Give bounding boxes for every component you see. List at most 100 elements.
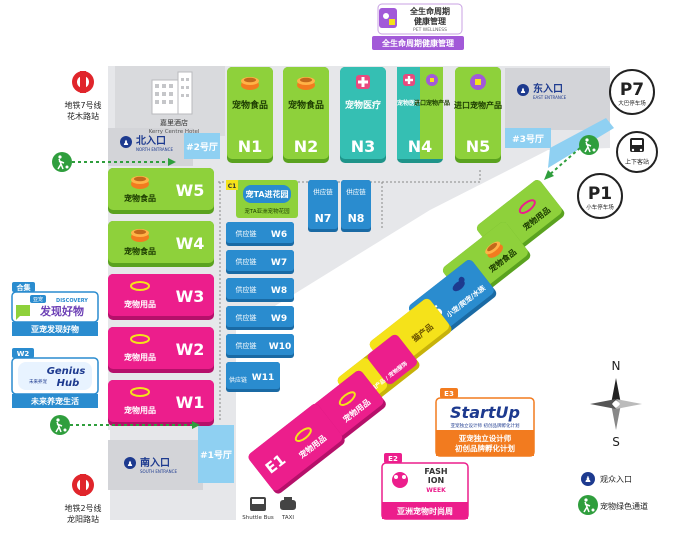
- pet-walker-icon: [577, 494, 599, 516]
- hall-n4[interactable]: 宠物医疗 进口宠物产品 N4: [397, 67, 450, 163]
- svg-text:N7: N7: [315, 212, 332, 225]
- hall-n8[interactable]: 供应链 N8: [341, 180, 371, 232]
- svg-text:大巴停车场: 大巴停车场: [618, 99, 646, 107]
- svg-text:供应链: 供应链: [229, 376, 247, 384]
- svg-text:C1: C1: [228, 183, 237, 190]
- svg-text:宠物用品: 宠物用品: [124, 405, 156, 415]
- svg-text:W1: W1: [176, 393, 205, 412]
- metro-line2: 地铁2号线 龙阳路站: [64, 474, 102, 524]
- corridor-1: #1号厅: [198, 425, 234, 483]
- svg-text:N5: N5: [466, 137, 491, 156]
- svg-text:未来养宠生活: 未来养宠生活: [30, 396, 79, 406]
- svg-text:E3: E3: [444, 390, 454, 398]
- hall-w2[interactable]: 宠物用品 W2: [108, 327, 214, 373]
- svg-text:N4: N4: [408, 137, 433, 156]
- metro2-station: 龙阳路站: [67, 514, 99, 524]
- svg-text:#3号厅: #3号厅: [512, 134, 544, 145]
- svg-text:N3: N3: [351, 137, 376, 156]
- import-product-icon: [470, 74, 486, 90]
- svg-text:宠TA进花园: 宠TA进花园: [245, 189, 288, 199]
- metro7-line: 地铁7号线: [64, 100, 101, 110]
- import-product-icon: [426, 74, 438, 86]
- svg-text:进口宠物产品: 进口宠物产品: [454, 100, 502, 110]
- small-pet-icon: [452, 276, 465, 292]
- hall-w1[interactable]: 宠物用品 W1: [108, 380, 214, 426]
- wellness-badge: 全生命周期 健康管理 PET WELLNESS 全生命周期健康管理: [372, 3, 464, 50]
- chat-bubble-icon: [16, 305, 30, 320]
- hall-w4[interactable]: 宠物食品 W4: [108, 221, 214, 267]
- svg-text:N: N: [612, 359, 621, 373]
- hall-n1[interactable]: 宠物食品 N1: [227, 67, 273, 163]
- wellness-title-2: 健康管理: [414, 16, 446, 26]
- legend: ♟ 观众入口 宠物绿色通道: [577, 472, 648, 516]
- svg-text:W5: W5: [176, 181, 205, 200]
- hall-n2[interactable]: 宠物食品 N2: [283, 67, 329, 163]
- svg-text:宠物食品: 宠物食品: [124, 193, 156, 203]
- pet-walker-icon: [49, 414, 71, 436]
- svg-text:供应链: 供应链: [236, 313, 257, 322]
- hall-n7[interactable]: 供应链 N7: [308, 180, 338, 232]
- visitor-entrance-icon: [120, 136, 132, 148]
- svg-text:亚宠: 亚宠: [33, 296, 43, 303]
- visitor-entrance-icon: [124, 457, 136, 469]
- svg-text:W8: W8: [271, 286, 287, 296]
- svg-text:E2: E2: [388, 455, 398, 463]
- svg-text:宠物用品: 宠物用品: [124, 352, 156, 362]
- svg-text:宠物食品: 宠物食品: [124, 246, 156, 256]
- svg-text:进口宠物产品: 进口宠物产品: [414, 99, 450, 107]
- metro7-station: 花木路站: [67, 111, 99, 121]
- hall-n5[interactable]: 进口宠物产品 N5: [454, 67, 502, 163]
- hall-w3[interactable]: 宠物用品 W3: [108, 274, 214, 320]
- hall-w11[interactable]: 供应链 W11: [226, 362, 280, 392]
- hall-w7[interactable]: 供应链 W7: [226, 250, 294, 274]
- svg-text:供应链: 供应链: [236, 341, 257, 350]
- svg-text:供应链: 供应链: [236, 229, 257, 238]
- callout-startup[interactable]: E3 StartUp 亚宠独立设计师 初创品牌孵化计划 亚宠独立设计师 初创品牌…: [435, 388, 535, 457]
- svg-text:N1: N1: [238, 137, 263, 156]
- svg-text:初创品牌孵化计划: 初创品牌孵化计划: [455, 443, 515, 453]
- hall-w8[interactable]: 供应链 W8: [226, 278, 294, 302]
- north-entrance-cn: 北入口: [136, 134, 166, 147]
- hall-w9[interactable]: 供应链 W9: [226, 306, 294, 330]
- parking-p7: P7 大巴停车场: [609, 69, 655, 115]
- hall-w5[interactable]: 宠物食品 W5: [108, 168, 214, 214]
- svg-text:ION: ION: [428, 476, 444, 485]
- genius-hub-logo: [18, 362, 92, 390]
- svg-text:P7: P7: [620, 80, 644, 100]
- medical-cross-icon: [356, 75, 370, 89]
- svg-text:宠物绿色通道: 宠物绿色通道: [600, 501, 648, 511]
- svg-text:Hub: Hub: [57, 378, 80, 389]
- svg-text:W9: W9: [271, 314, 287, 324]
- svg-text:供应链: 供应链: [236, 257, 257, 266]
- svg-text:供应链: 供应链: [346, 187, 366, 196]
- callout-discovery[interactable]: 合集 亚宠 DISCOVERY 发现好物 亚宠发现好物: [11, 282, 99, 336]
- south-entrance-block: [108, 440, 203, 490]
- hall-e1[interactable]: E1 宠物用品: [247, 402, 347, 496]
- hall-w6[interactable]: 供应链 W6: [226, 222, 294, 246]
- hall-w10[interactable]: 供应链 W10: [226, 334, 294, 358]
- hall-n3[interactable]: 宠物医疗 N3: [340, 67, 386, 163]
- c1-garden[interactable]: C1 宠TA进花园 宠TA亚洲宠物花园: [226, 180, 298, 218]
- svg-text:W2: W2: [176, 340, 205, 359]
- parking-p1: P1 小车停车场: [577, 173, 623, 219]
- wellness-banner: 全生命周期健康管理: [381, 38, 454, 48]
- callout-fashion-week[interactable]: E2 FASH ION WEEK 亚洲宠物时尚周: [381, 453, 469, 520]
- svg-text:Shuttle Bus: Shuttle Bus: [242, 515, 274, 521]
- svg-text:亚洲宠物时尚周: 亚洲宠物时尚周: [397, 506, 453, 516]
- medical-cross-icon: [403, 74, 415, 86]
- wellness-en: PET WELLNESS: [413, 27, 447, 33]
- svg-text:亚宠发现好物: 亚宠发现好物: [31, 324, 79, 334]
- callout-genius-hub[interactable]: W2 Genius 未来养宠 Hub 未来养宠生活: [11, 348, 99, 408]
- svg-text:亚宠独立设计师 初创品牌孵化计划: 亚宠独立设计师 初创品牌孵化计划: [451, 422, 520, 429]
- svg-text:亚宠独立设计师: 亚宠独立设计师: [459, 433, 512, 443]
- svg-text:小车停车场: 小车停车场: [586, 203, 614, 211]
- hotel-name-en: Kerry Centre Hotel: [149, 129, 200, 135]
- venue-outer-gray: [108, 66, 610, 520]
- svg-text:观众入口: 观众入口: [600, 475, 632, 484]
- pet-walker-icon: [578, 134, 600, 156]
- fashion-week-logo: [392, 472, 408, 488]
- east-entrance-block: [505, 68, 610, 130]
- svg-text:S: S: [612, 435, 620, 449]
- visitor-entrance-icon: [517, 84, 529, 96]
